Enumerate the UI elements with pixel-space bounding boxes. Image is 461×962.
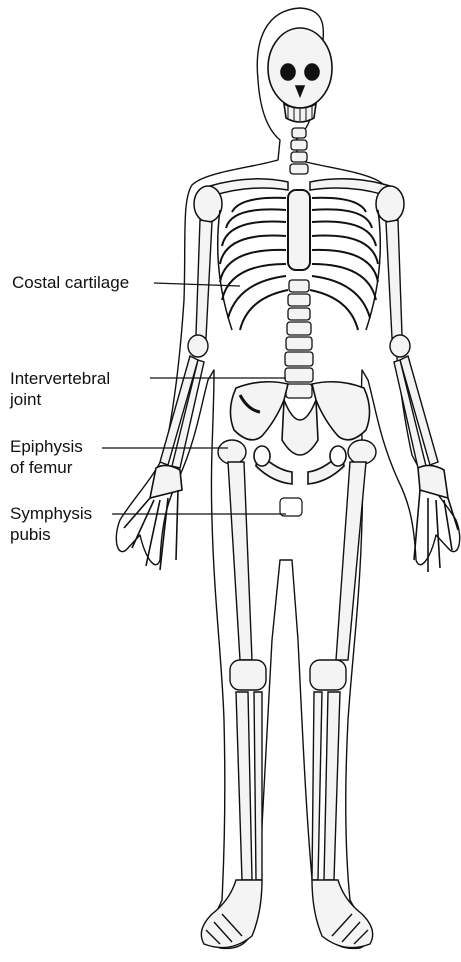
feet (201, 880, 372, 948)
costal-leader (154, 283, 240, 286)
label-epiphysis-of-femur: Epiphysis of femur (10, 436, 83, 478)
skull (268, 28, 332, 122)
label-intervertebral-joint: Intervertebral joint (10, 368, 110, 410)
label-symphysis-pubis: Symphysis pubis (10, 503, 92, 545)
label-costal-cartilage: Costal cartilage (12, 272, 129, 293)
